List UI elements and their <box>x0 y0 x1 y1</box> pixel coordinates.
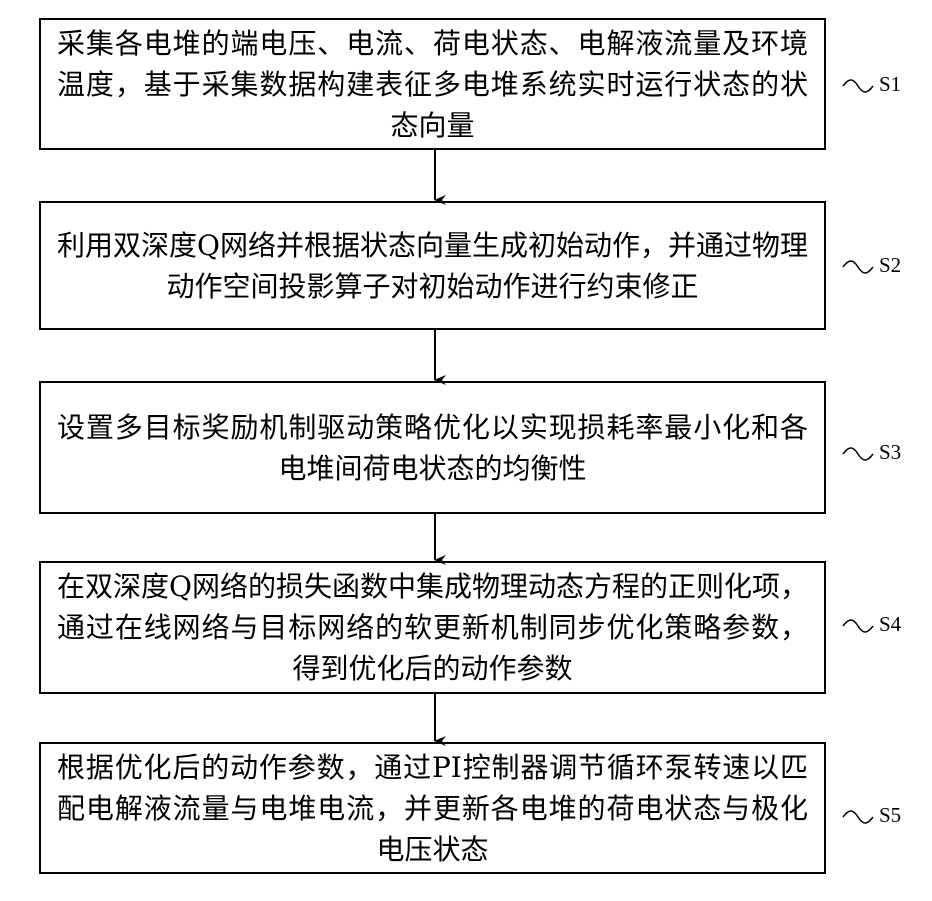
leader-tilde-s5 <box>843 811 873 823</box>
leader-tilde-s1 <box>843 80 873 92</box>
leader-tilde-s3 <box>843 448 873 460</box>
leader-tilde-s2 <box>843 261 873 273</box>
leader-tilde-s4 <box>843 620 873 632</box>
